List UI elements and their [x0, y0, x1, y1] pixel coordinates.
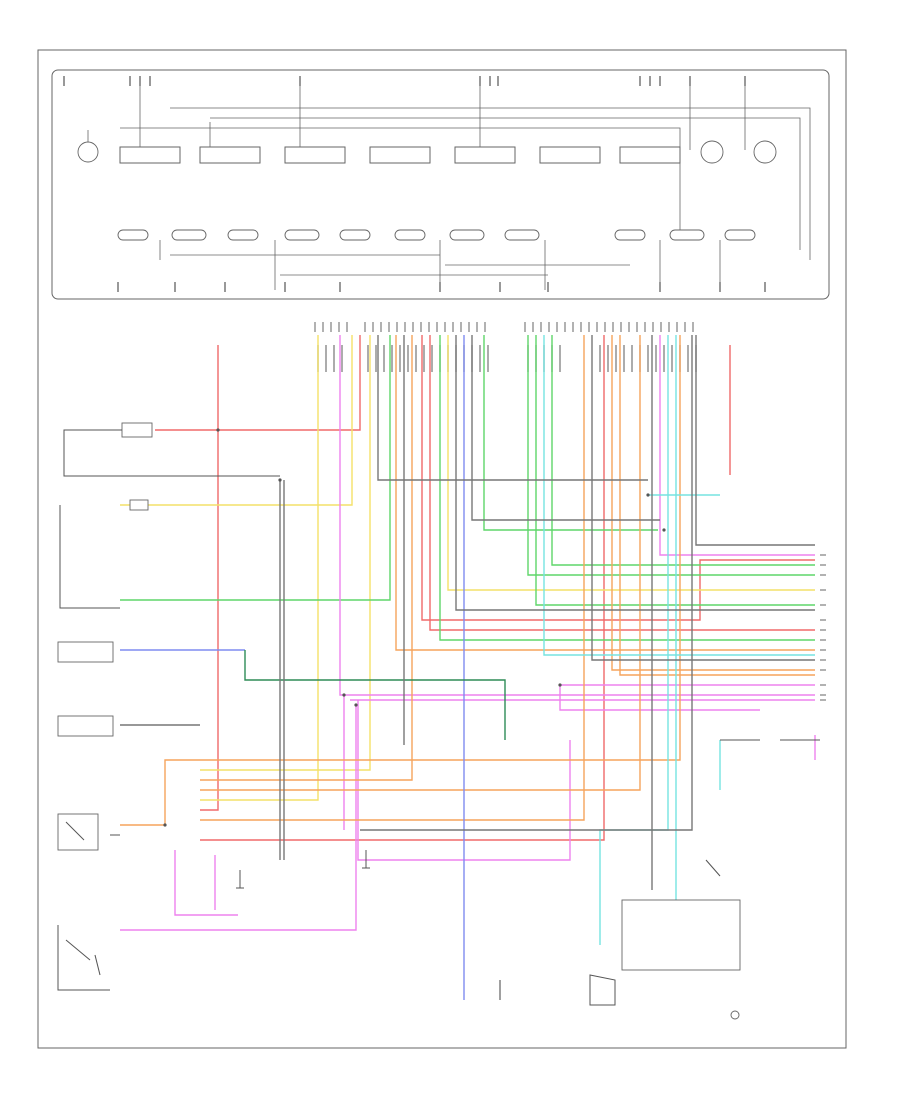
wire	[619, 335, 815, 676]
ground-symbol	[362, 850, 370, 869]
switch-symbol	[94, 954, 101, 976]
cluster-indicators	[117, 229, 756, 241]
gauge-7	[619, 146, 681, 164]
indicator-lamp	[724, 229, 756, 241]
wire	[543, 335, 815, 656]
wire	[244, 650, 506, 740]
gauge-3	[284, 146, 346, 164]
switch-symbol	[705, 859, 721, 877]
wire	[200, 335, 641, 791]
wire	[200, 335, 371, 771]
component-box	[129, 499, 149, 511]
wire	[483, 335, 658, 531]
component-frame	[63, 429, 280, 477]
component-box	[57, 715, 114, 737]
diagram-border	[37, 49, 847, 1049]
right-components	[589, 739, 820, 1020]
wire	[591, 335, 815, 661]
indicator-lamp	[339, 229, 371, 241]
switch-symbol	[65, 821, 85, 841]
gauge-lamp-right-2	[753, 140, 777, 164]
left-components	[57, 422, 370, 991]
wire	[455, 335, 815, 611]
wire	[421, 335, 815, 621]
indicator-lamp	[394, 229, 426, 241]
wire	[471, 335, 660, 521]
ground-symbol	[236, 870, 244, 889]
cluster-internal-wiring	[87, 80, 811, 290]
wire	[395, 335, 815, 651]
wire	[527, 335, 815, 576]
gauge-lamp-right-1	[700, 140, 724, 164]
wire	[360, 335, 693, 831]
wire	[200, 335, 605, 841]
wire	[120, 335, 353, 506]
wire	[535, 335, 815, 606]
switch-symbol	[65, 939, 91, 961]
wire	[200, 335, 413, 781]
wire	[439, 335, 815, 641]
module-symbol	[589, 974, 616, 1006]
indicator-lamp	[669, 229, 705, 241]
gauge-5	[454, 146, 516, 164]
indicator-lamp	[284, 229, 320, 241]
indicator-lamp	[171, 229, 207, 241]
harness-connector-pins	[314, 322, 694, 332]
wire	[551, 335, 815, 566]
wire	[339, 335, 815, 696]
colored-wires	[120, 335, 816, 1000]
wire	[120, 335, 391, 601]
terminal-ticks	[820, 554, 826, 701]
splice-points	[163, 428, 666, 827]
wire	[447, 335, 815, 591]
component-box	[57, 813, 99, 851]
wire	[200, 430, 219, 811]
component-frame	[59, 505, 120, 609]
indicator-lamp	[117, 229, 149, 241]
gauge-lamp-left	[77, 141, 99, 163]
gauge-2	[199, 146, 261, 164]
wire	[120, 705, 357, 931]
wire	[377, 335, 648, 481]
cluster-gauges	[77, 140, 777, 164]
component-box	[121, 422, 153, 438]
wire	[218, 335, 361, 431]
component-box	[57, 641, 114, 663]
wire	[611, 335, 815, 671]
indicator-lamp	[449, 229, 485, 241]
module-box	[621, 899, 741, 971]
component-frame	[57, 925, 110, 991]
wire	[559, 685, 760, 711]
indicator-lamp	[504, 229, 540, 241]
indicator-lamp	[227, 229, 259, 241]
gauge-6	[539, 146, 601, 164]
wire	[155, 345, 219, 431]
wire	[659, 335, 815, 556]
wire	[200, 335, 585, 821]
wire	[174, 850, 238, 916]
wire	[429, 335, 815, 631]
cluster-top-connectors	[63, 76, 746, 86]
gauge-4	[369, 146, 431, 164]
instrument-cluster-box	[51, 69, 830, 300]
wire	[164, 335, 681, 825]
cluster-bottom-connectors	[117, 282, 766, 292]
sensor-symbol	[730, 1010, 740, 1020]
wire	[695, 335, 815, 546]
indicator-lamp	[614, 229, 646, 241]
wire	[200, 335, 319, 801]
gauge-1	[119, 146, 181, 164]
